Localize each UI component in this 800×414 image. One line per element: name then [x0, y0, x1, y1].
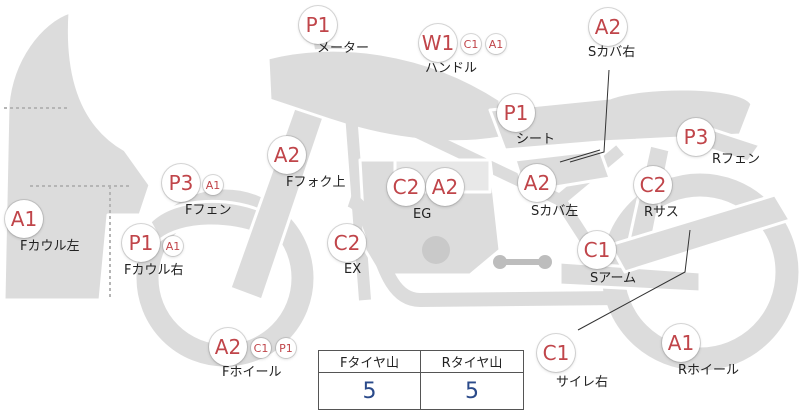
- s-cover-right-code-badge[interactable]: A2: [589, 8, 627, 46]
- seat-leader: [559, 149, 601, 163]
- rear-tire-header: Rタイヤ山: [421, 351, 523, 373]
- s-cover-left-label: Sカバ左: [531, 204, 579, 219]
- front-fender-code-badge-1[interactable]: P3: [162, 164, 200, 202]
- silencer-right-label: サイレ右: [556, 375, 609, 390]
- handle-code-badge-2[interactable]: C1: [461, 34, 481, 54]
- front-fender-label: Fフェン: [185, 203, 232, 218]
- handle-code-badge-3[interactable]: A1: [486, 34, 506, 54]
- front-fork-code-badge[interactable]: A2: [268, 136, 306, 174]
- swing-arm-label: Sアーム: [590, 271, 637, 286]
- silencer-shape: [608, 193, 792, 274]
- front-cowl-left-code-badge[interactable]: A1: [5, 200, 43, 238]
- s-cover-right-label: Sカバ右: [588, 45, 636, 60]
- exhaust-code-badge[interactable]: C2: [328, 224, 366, 262]
- handle-label: ハンドル: [425, 61, 478, 76]
- front-fork-label: Fフォク上: [286, 175, 346, 190]
- meter-label: メーター: [317, 41, 370, 56]
- front-cowl-left-label: Fカウル左: [20, 239, 80, 254]
- silencer-right-code-badge[interactable]: C1: [537, 334, 575, 372]
- front-cowl-right-label: Fカウル右: [124, 263, 184, 278]
- front-wheel-code-badge-2[interactable]: C1: [251, 338, 271, 358]
- exhaust-shape: [346, 193, 621, 307]
- s-cover-right-leader: [569, 69, 610, 163]
- front-cowl-right-code-badge-1[interactable]: P1: [122, 224, 160, 262]
- s-cover-left-code-badge[interactable]: A2: [518, 164, 556, 202]
- front-tire-value[interactable]: 5: [319, 373, 421, 409]
- front-wheel-code-badge-1[interactable]: A2: [209, 328, 247, 366]
- rear-sus-code-badge[interactable]: C2: [634, 166, 672, 204]
- meter-code-badge[interactable]: P1: [299, 6, 337, 44]
- handle-code-badge-1[interactable]: W1: [419, 24, 457, 62]
- rear-wheel-label: Rホイール: [678, 363, 740, 378]
- exhaust-label: EX: [344, 262, 362, 277]
- engine-code-badge-1[interactable]: C2: [387, 168, 425, 206]
- rear-fender-code-badge[interactable]: P3: [677, 118, 715, 156]
- rear-fender-label: Rフェン: [712, 152, 761, 167]
- front-wheel-label: Fホイール: [222, 365, 282, 380]
- rear-sus-label: Rサス: [644, 205, 679, 220]
- swing-arm-code-badge[interactable]: C1: [578, 231, 616, 269]
- engine-code-badge-2[interactable]: A2: [426, 168, 464, 206]
- front-wheel-code-badge-3[interactable]: P1: [276, 338, 296, 358]
- front-tire-header: Fタイヤ山: [319, 351, 421, 373]
- seat-label: シート: [516, 132, 556, 147]
- tire-tread-table: Fタイヤ山 Rタイヤ山 5 5: [318, 350, 524, 410]
- swing-arm-shape: [558, 260, 702, 294]
- engine-label: EG: [413, 207, 432, 222]
- silencer-leader: [577, 229, 691, 331]
- rear-tire-value[interactable]: 5: [465, 378, 479, 404]
- front-fender-code-badge-2[interactable]: A1: [203, 175, 223, 195]
- front-cowl-right-code-badge-2[interactable]: A1: [163, 236, 183, 256]
- seat-code-badge[interactable]: P1: [497, 94, 535, 132]
- rear-wheel-code-badge[interactable]: A1: [662, 324, 700, 362]
